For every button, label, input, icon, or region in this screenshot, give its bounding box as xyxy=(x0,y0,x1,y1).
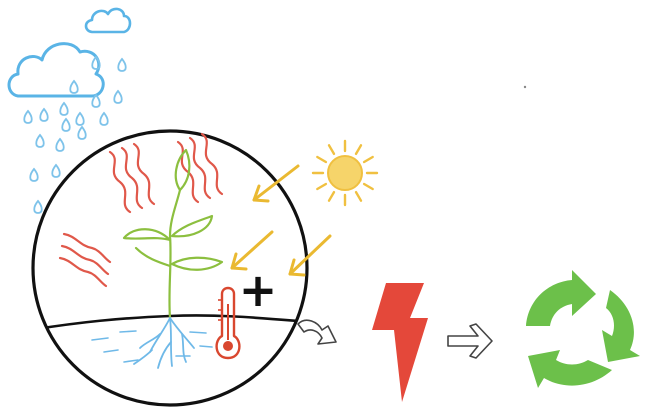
sun-ray xyxy=(364,157,373,162)
raindrop-icon xyxy=(52,165,60,177)
sun-ray xyxy=(356,145,361,154)
sun-ray-arrow-icon xyxy=(254,166,298,201)
raindrop-icon xyxy=(34,201,42,213)
raindrop-icon xyxy=(62,119,70,131)
recycle-icon xyxy=(526,270,640,388)
heat-wave-icon xyxy=(60,234,110,286)
raindrop-icon xyxy=(40,109,48,121)
raindrop-icon xyxy=(114,91,122,103)
speck-dot xyxy=(524,86,526,88)
cloud-icon xyxy=(9,44,103,96)
raindrop-icon xyxy=(100,113,108,125)
lightning-bolt-icon xyxy=(372,283,428,402)
plant-icon xyxy=(124,150,222,318)
raindrop-icon xyxy=(36,135,44,147)
raindrop-icon xyxy=(78,127,86,139)
plus-sign: + xyxy=(239,263,278,317)
rain-group xyxy=(24,57,126,213)
root-system-icon xyxy=(134,318,194,368)
sun-ray-arrow-icon xyxy=(290,236,330,275)
sun-icon xyxy=(313,141,377,205)
sun-ray xyxy=(329,145,334,154)
sun-ray xyxy=(317,184,326,189)
sun-ray xyxy=(329,192,334,201)
sun-ray xyxy=(317,157,326,162)
arrow-right-icon xyxy=(448,324,492,358)
raindrop-icon xyxy=(60,103,68,115)
cloud-icon xyxy=(86,9,130,32)
thermometer-icon xyxy=(217,288,240,358)
raindrop-icon xyxy=(24,111,32,123)
raindrop-icon xyxy=(30,169,38,181)
raindrop-icon xyxy=(70,81,78,93)
heat-wave-icon xyxy=(178,134,222,202)
sun-ray xyxy=(356,192,361,201)
sun-ray xyxy=(364,184,373,189)
raindrop-icon xyxy=(118,59,126,71)
raindrop-icon xyxy=(76,113,84,125)
raindrop-icon xyxy=(56,139,64,151)
heat-wave-icon xyxy=(110,144,154,212)
curved-arrow-icon xyxy=(298,320,336,344)
